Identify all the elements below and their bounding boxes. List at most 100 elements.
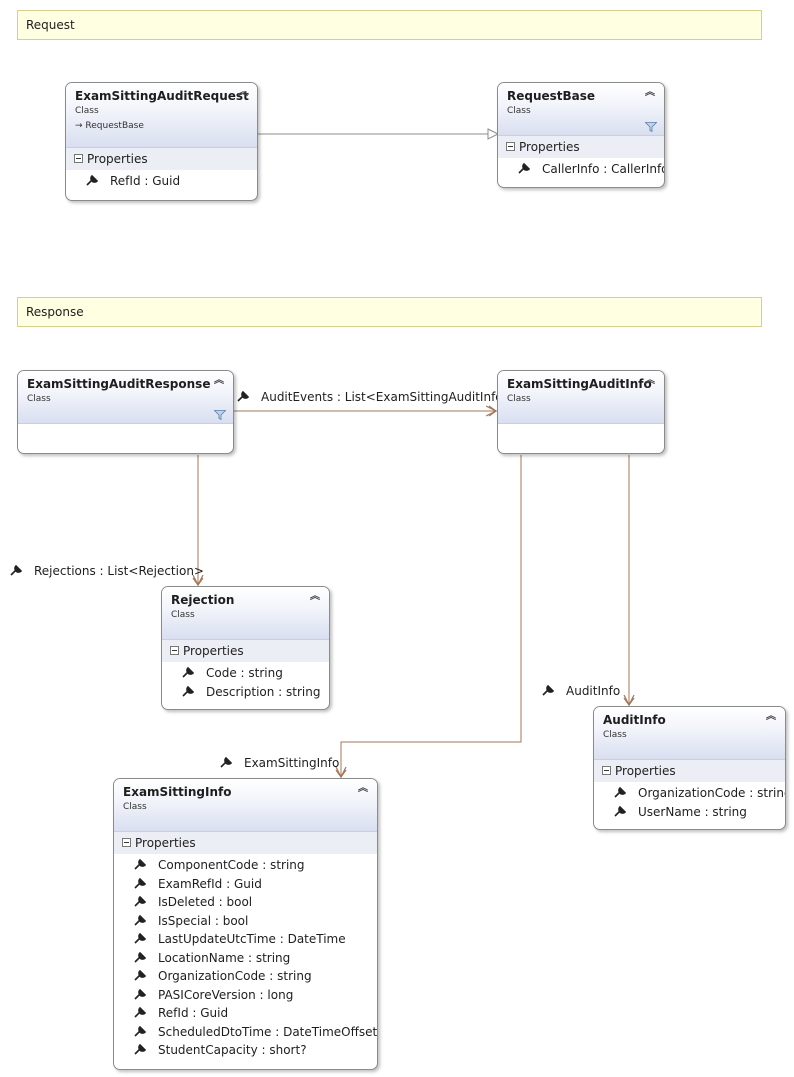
property-text: ComponentCode : string — [158, 858, 305, 872]
property-text: Description : string — [206, 684, 321, 699]
property-item[interactable]: Code : string — [162, 664, 329, 683]
class-name: Rejection — [171, 593, 235, 607]
minus-box-icon[interactable] — [122, 837, 131, 847]
property-item[interactable]: RefId : Guid — [114, 1004, 377, 1023]
property-text: OrganizationCode : string — [638, 786, 786, 800]
rejections-label[interactable]: Rejections : List<Rejection> — [10, 564, 204, 578]
member-list: ComponentCode : string ExamRefId : Guid … — [114, 854, 377, 1060]
section-title: Properties — [135, 836, 196, 850]
property-item[interactable]: ComponentCode : string — [114, 856, 377, 875]
audit-events-label[interactable]: AuditEvents : List<ExamSittingAuditInfo> — [237, 390, 513, 404]
class-exam-sitting-audit-response[interactable]: ExamSittingAuditResponse Class ︽ — [17, 370, 234, 454]
property-item[interactable]: CallerInfo : CallerInfo — [498, 160, 664, 179]
properties-section-header[interactable]: Properties — [114, 832, 377, 854]
wrench-icon — [134, 877, 147, 889]
minus-box-icon[interactable] — [74, 153, 83, 163]
class-rejection[interactable]: Rejection Class ︽ Properties Code : stri… — [161, 586, 330, 710]
property-item[interactable]: LocationName : string — [114, 949, 377, 968]
collapse-icon[interactable]: ︽ — [214, 375, 224, 386]
section-title: Properties — [519, 140, 580, 154]
property-text: IsDeleted : bool — [158, 895, 253, 909]
class-kind: Class — [603, 730, 627, 740]
wrench-icon — [182, 685, 195, 697]
class-request-base[interactable]: RequestBase Class ︽ Properties CallerInf… — [497, 82, 665, 188]
wrench-icon — [614, 786, 627, 798]
wrench-icon — [134, 951, 147, 963]
class-exam-sitting-info[interactable]: ExamSittingInfo Class ︽ Properties Compo… — [113, 778, 378, 1070]
minus-box-icon[interactable] — [602, 765, 611, 775]
inheritance-arrowhead — [487, 128, 500, 140]
collapse-icon[interactable]: ︽ — [310, 591, 320, 602]
property-text: StudentCapacity : short? — [158, 1043, 307, 1057]
wrench-icon — [134, 988, 147, 1000]
wrench-icon — [614, 805, 627, 817]
class-header: ExamSittingInfo Class ︽ — [114, 779, 377, 832]
exam-sitting-info-assoc-label[interactable]: ExamSittingInfo — [220, 756, 339, 770]
wrench-icon — [220, 756, 233, 768]
audit-info-assoc-text: AuditInfo — [566, 684, 621, 698]
property-item[interactable]: IsSpecial : bool — [114, 912, 377, 931]
section-title: Properties — [615, 764, 676, 778]
wrench-icon — [86, 174, 99, 186]
class-name: RequestBase — [507, 89, 596, 103]
property-item[interactable]: LastUpdateUtcTime : DateTime — [114, 930, 377, 949]
property-item[interactable]: ExamRefId : Guid — [114, 875, 377, 894]
class-name: ExamSittingAuditInfo — [507, 377, 652, 391]
properties-section-header[interactable]: Properties — [594, 760, 785, 782]
property-item[interactable]: RefId : Guid — [66, 172, 257, 191]
member-list: Code : string Description : string — [162, 662, 329, 701]
class-kind: Class — [123, 802, 147, 812]
wrench-icon — [542, 684, 555, 696]
collapse-icon[interactable]: ︽ — [766, 711, 776, 722]
class-audit-info[interactable]: AuditInfo Class ︽ Properties Organizatio… — [593, 706, 786, 830]
property-text: RefId : Guid — [110, 174, 181, 188]
class-header: ExamSittingAuditInfo Class ︽ — [498, 371, 664, 424]
collapse-icon[interactable]: ︽ — [358, 783, 368, 794]
class-kind: Class — [507, 106, 531, 116]
wrench-icon — [237, 390, 250, 402]
collapse-icon[interactable]: ︽ — [645, 375, 655, 386]
section-title: Properties — [183, 644, 244, 658]
property-item[interactable]: ScheduledDtoTime : DateTimeOffset — [114, 1023, 377, 1042]
property-item[interactable]: PASICoreVersion : long — [114, 986, 377, 1005]
class-name: ExamSittingAuditResponse — [27, 377, 211, 391]
property-item[interactable]: OrganizationCode : string — [114, 967, 377, 986]
filter-icon[interactable] — [214, 410, 226, 420]
comment-request[interactable]: Request — [17, 10, 762, 40]
property-item[interactable]: UserName : string — [594, 803, 785, 822]
property-item[interactable]: StudentCapacity : short? — [114, 1041, 377, 1060]
wrench-icon — [518, 162, 531, 174]
collapse-icon[interactable]: ︽ — [238, 87, 248, 98]
property-item[interactable]: IsDeleted : bool — [114, 893, 377, 912]
property-text: Code : string — [206, 666, 283, 680]
property-text: PASICoreVersion : long — [158, 987, 294, 1002]
class-exam-sitting-audit-request[interactable]: ExamSittingAuditRequest Class → RequestB… — [65, 82, 258, 201]
wrench-icon — [134, 932, 147, 944]
collapse-icon[interactable]: ︽ — [645, 87, 655, 98]
exam-sitting-info-assoc-text: ExamSittingInfo — [244, 756, 340, 770]
comment-response[interactable]: Response — [17, 297, 762, 327]
properties-section-header[interactable]: Properties — [162, 640, 329, 662]
member-list: OrganizationCode : string UserName : str… — [594, 782, 785, 821]
property-item[interactable]: OrganizationCode : string — [594, 784, 785, 803]
property-item[interactable]: Description : string — [162, 683, 329, 702]
property-text: IsSpecial : bool — [158, 913, 249, 928]
audit-info-assoc-label[interactable]: AuditInfo — [542, 684, 620, 698]
class-kind: Class — [27, 394, 51, 404]
minus-box-icon[interactable] — [170, 645, 179, 655]
member-list: RefId : Guid — [66, 170, 257, 191]
class-header: ExamSittingAuditRequest Class → RequestB… — [66, 83, 257, 148]
properties-section-header[interactable]: Properties — [66, 148, 257, 170]
exam-sitting-info-line — [341, 455, 522, 777]
wrench-icon — [134, 1006, 147, 1018]
class-exam-sitting-audit-info[interactable]: ExamSittingAuditInfo Class ︽ — [497, 370, 665, 454]
property-text: UserName : string — [638, 804, 747, 819]
filter-icon[interactable] — [645, 122, 657, 132]
minus-box-icon[interactable] — [506, 141, 515, 151]
class-header: RequestBase Class ︽ — [498, 83, 664, 136]
wrench-icon — [134, 858, 147, 870]
property-text: CallerInfo : CallerInfo — [542, 162, 665, 176]
properties-section-header[interactable]: Properties — [498, 136, 664, 158]
wrench-icon — [134, 895, 147, 907]
member-list: CallerInfo : CallerInfo — [498, 158, 664, 179]
